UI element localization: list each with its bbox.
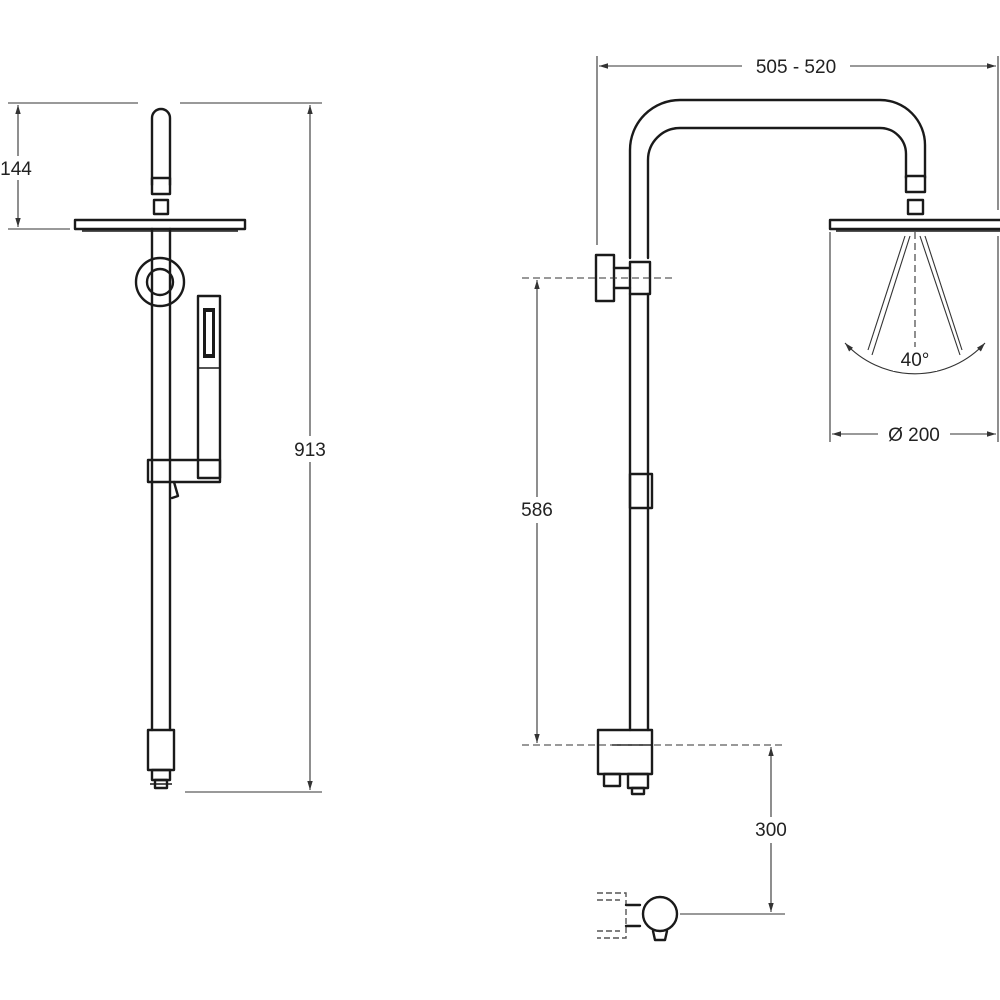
side-wall-bracket-arm (612, 266, 632, 290)
side-slider-holder (628, 472, 654, 510)
front-shower-head (73, 218, 247, 231)
front-slider-holder (146, 458, 222, 484)
side-head-nut (906, 198, 925, 216)
side-wall-outlet (597, 892, 679, 942)
front-arm-connector (150, 176, 172, 196)
front-hand-shower (196, 294, 222, 480)
front-riser-pipe (150, 107, 172, 187)
front-slider-lever (170, 480, 180, 500)
dim-projection-label: 505 - 520 (756, 57, 836, 78)
dim-spray-angle-label: 40° (901, 350, 930, 371)
dim-total-height-label: 913 (294, 440, 326, 461)
side-gooseneck-arm (628, 98, 927, 260)
dim-head-diameter-label: Ø 200 (888, 425, 940, 446)
side-arm-connector (904, 174, 927, 194)
front-bottom-union (146, 728, 176, 772)
front-head-nut (152, 198, 170, 216)
front-wall-bracket (134, 256, 186, 308)
side-view (594, 98, 1000, 942)
front-dimensions: 144 913 (0, 102, 332, 793)
dim-holder-to-inlet-label: 586 (521, 500, 553, 521)
dim-inlet-to-outlet-label: 300 (755, 820, 787, 841)
dim-head-to-arm-label: 144 (0, 159, 32, 180)
side-diverter-block (596, 728, 654, 776)
side-shower-head (828, 218, 1000, 231)
front-view (73, 107, 247, 790)
spray-cone (844, 232, 986, 375)
side-dimensions: 505 - 520 40° Ø 200 586 300 (514, 54, 999, 915)
